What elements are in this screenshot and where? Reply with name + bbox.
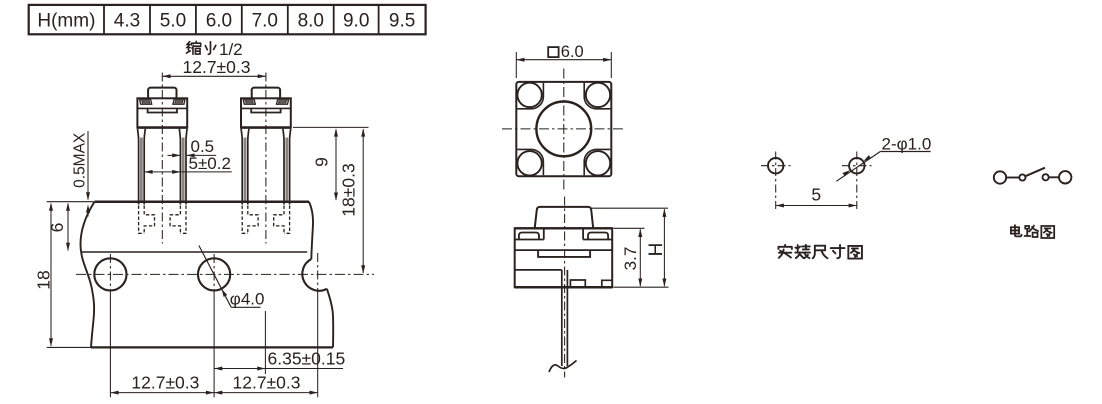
svg-text:12.7±0.3: 12.7±0.3 [131,372,199,392]
svg-text:φ4.0: φ4.0 [230,290,265,309]
svg-text:5±0.2: 5±0.2 [189,154,231,173]
svg-text:12.7±0.3: 12.7±0.3 [233,372,301,392]
svg-text:H(mm): H(mm) [37,10,95,31]
svg-text:0.5: 0.5 [191,137,215,156]
svg-text:0.5MAX: 0.5MAX [72,132,89,188]
svg-text:5: 5 [811,184,821,204]
svg-text:8.0: 8.0 [298,10,324,31]
svg-text:9.0: 9.0 [343,10,369,31]
svg-text:5.0: 5.0 [160,10,186,31]
svg-text:1/2: 1/2 [219,40,243,59]
svg-text:3.7: 3.7 [621,247,640,271]
svg-text:18±0.3: 18±0.3 [339,163,359,216]
svg-text:6.0: 6.0 [206,10,232,31]
svg-text:2-φ1.0: 2-φ1.0 [882,134,932,153]
svg-text:18: 18 [33,270,53,289]
svg-text:9.5: 9.5 [389,10,415,31]
svg-text:7.0: 7.0 [252,10,278,31]
svg-text:4.3: 4.3 [114,10,140,31]
svg-text:6: 6 [47,223,67,233]
svg-text:12.7±0.3: 12.7±0.3 [183,57,251,77]
svg-text:6.35±0.15: 6.35±0.15 [268,348,346,368]
svg-text:H: H [646,243,667,257]
svg-text:6.0: 6.0 [561,43,584,61]
svg-text:9: 9 [311,157,331,167]
